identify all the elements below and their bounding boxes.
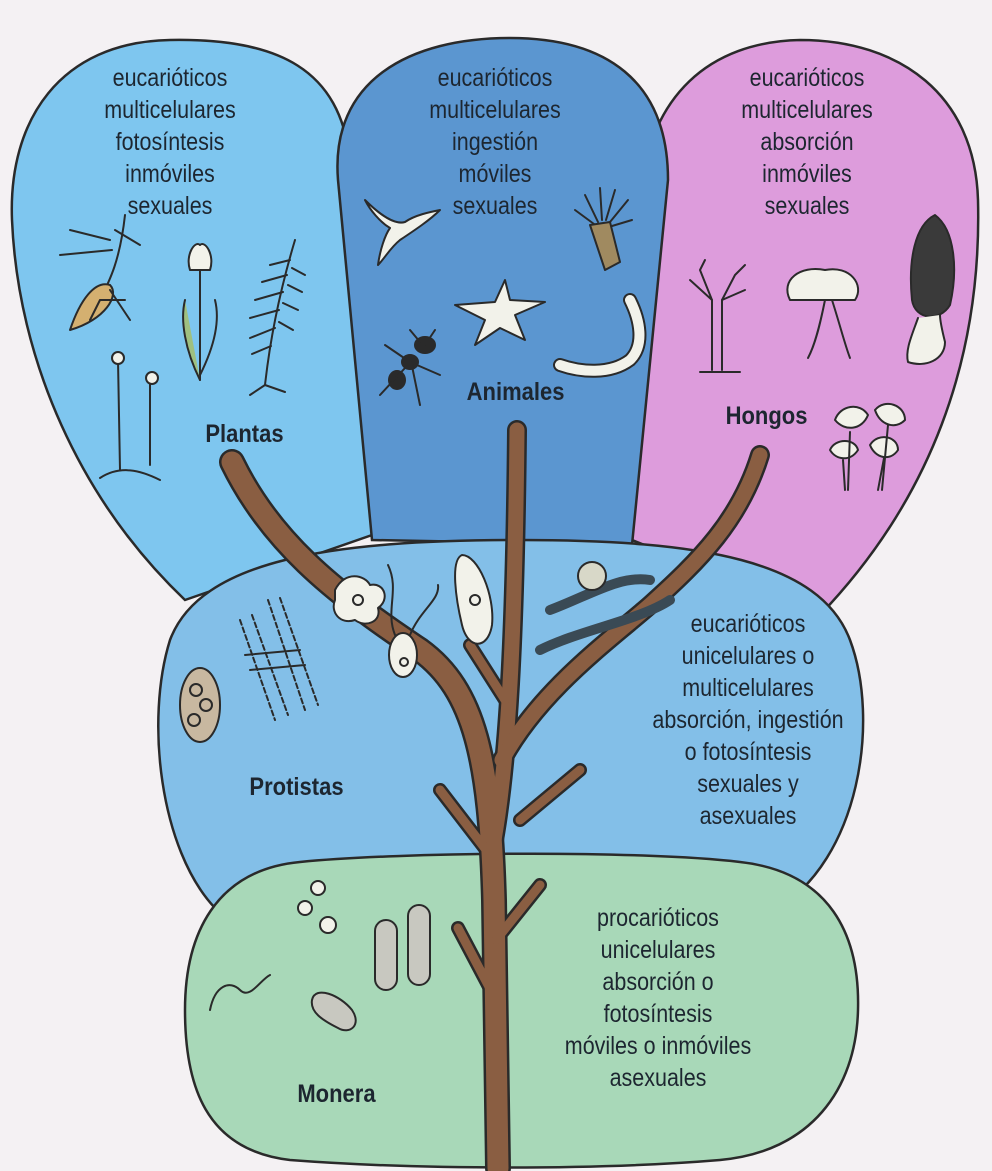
animales-trait-1: eucarióticos <box>426 62 564 94</box>
animales-trait-5: sexuales <box>426 190 564 222</box>
monera-title: Monera <box>297 1080 375 1109</box>
plantas-trait-4: inmóviles <box>101 158 239 190</box>
protistas-title: Protistas <box>249 773 343 802</box>
animales-traits: eucarióticos multicelulares ingestión mó… <box>426 62 564 222</box>
protistas-traits: eucarióticos unicelulares o multicelular… <box>645 608 851 832</box>
protistas-trait-6: sexuales y <box>645 768 851 800</box>
hongos-trait-2: multicelulares <box>738 94 876 126</box>
plantas-trait-5: sexuales <box>101 190 239 222</box>
monera-trait-4: fotosíntesis <box>559 998 757 1030</box>
hongos-trait-1: eucarióticos <box>738 62 876 94</box>
animales-title: Animales <box>467 378 565 407</box>
protistas-trait-1: eucarióticos <box>645 608 851 640</box>
monera-trait-6: asexuales <box>559 1062 757 1094</box>
protistas-trait-3: multicelulares <box>645 672 851 704</box>
monera-traits: procarióticos unicelulares absorción o f… <box>559 902 757 1094</box>
hongos-title: Hongos <box>726 402 808 431</box>
plantas-trait-3: fotosíntesis <box>101 126 239 158</box>
animales-trait-4: móviles <box>426 158 564 190</box>
hongos-trait-4: inmóviles <box>738 158 876 190</box>
protistas-trait-7: asexuales <box>645 800 851 832</box>
protistas-trait-2: unicelulares o <box>645 640 851 672</box>
hongos-traits: eucarióticos multicelulares absorción in… <box>738 62 876 222</box>
protistas-trait-4: absorción, ingestión <box>645 704 851 736</box>
animales-trait-2: multicelulares <box>426 94 564 126</box>
cyst-icon <box>180 668 220 742</box>
monera-trait-2: unicelulares <box>559 934 757 966</box>
plantas-traits: eucarióticos multicelulares fotosíntesis… <box>101 62 239 222</box>
hongos-trait-5: sexuales <box>738 190 876 222</box>
monera-trait-3: absorción o <box>559 966 757 998</box>
hongos-trait-3: absorción <box>738 126 876 158</box>
monera-trait-5: móviles o inmóviles <box>559 1030 757 1062</box>
plantas-trait-2: multicelulares <box>101 94 239 126</box>
plantas-title: Plantas <box>205 420 283 449</box>
monera-trait-1: procarióticos <box>559 902 757 934</box>
animales-trait-3: ingestión <box>426 126 564 158</box>
plantas-trait-1: eucarióticos <box>101 62 239 94</box>
protistas-trait-5: o fotosíntesis <box>645 736 851 768</box>
